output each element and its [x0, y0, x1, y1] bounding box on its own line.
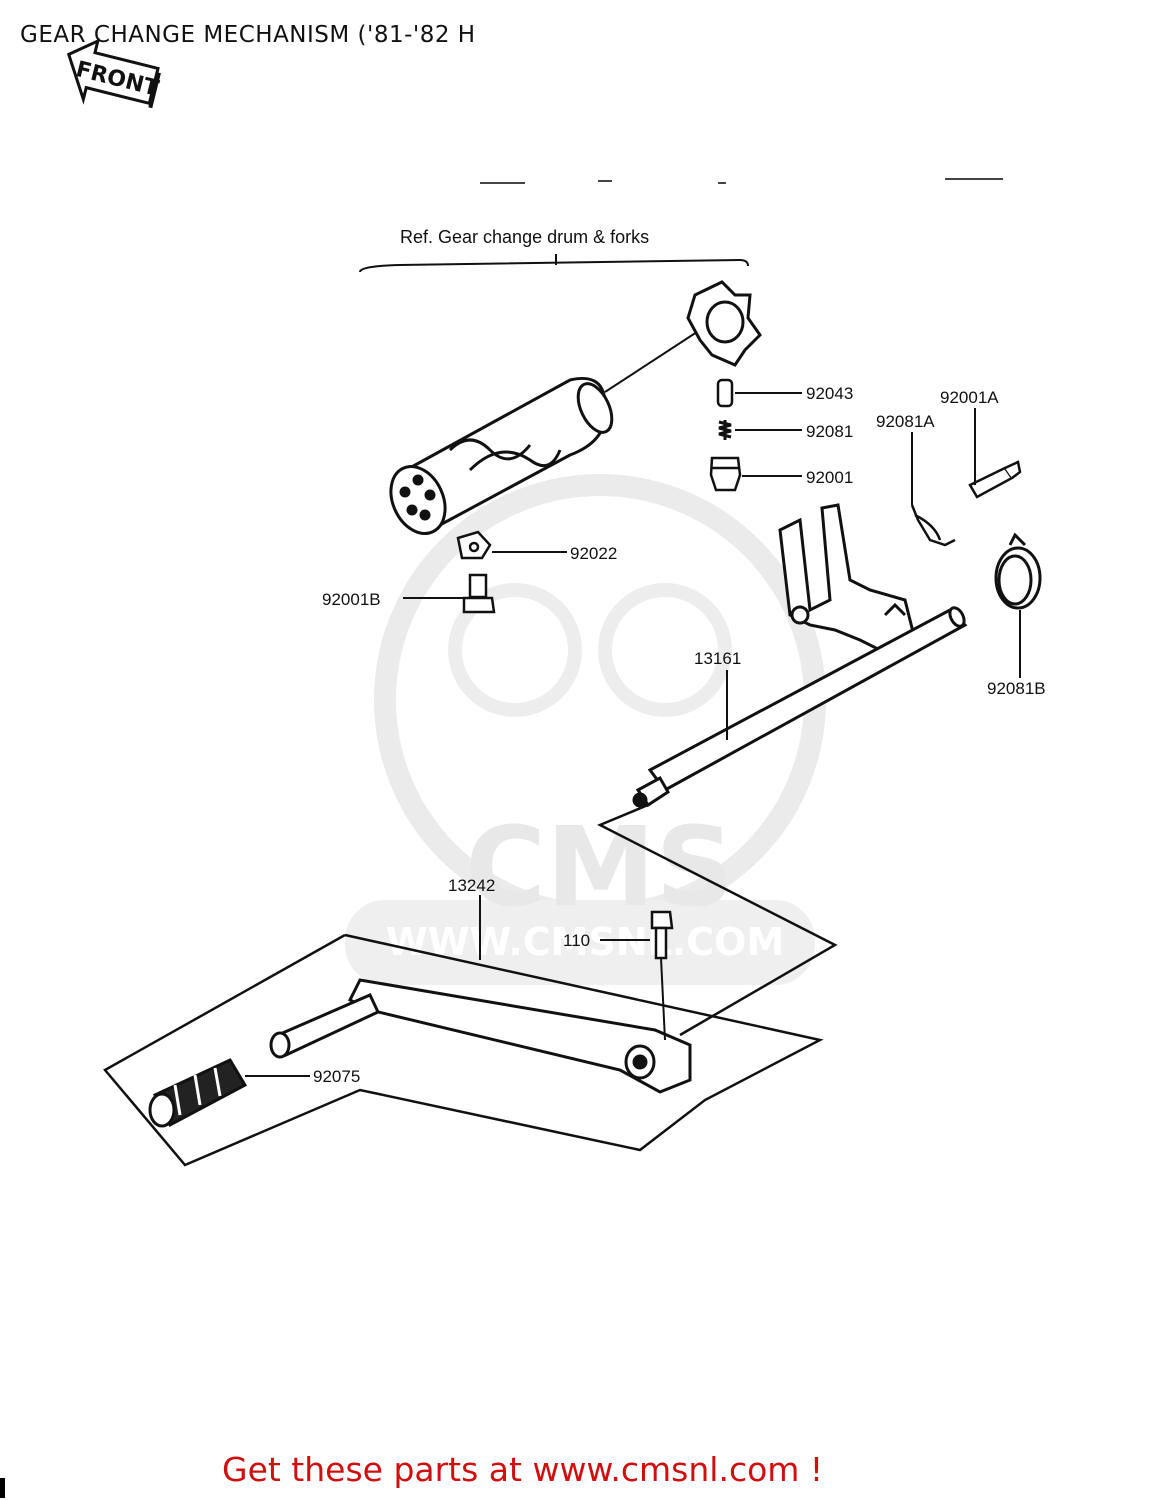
leader-lines: [245, 392, 1021, 1077]
watermark-brand: CMS: [465, 803, 734, 931]
watermark-url: WWW.CMSNL.COM: [386, 920, 785, 964]
bolt-92001b: [462, 573, 496, 614]
pin-bolt-92001a: [968, 460, 1022, 499]
reference-note: Ref. Gear change drum & forks: [400, 227, 649, 247]
lock-plate-92022: [456, 530, 492, 560]
bolt-110-leader: [660, 957, 666, 1041]
coil-spring-92081b: [994, 532, 1042, 610]
part-label-92001: 92001: [806, 468, 853, 487]
part-label-13161: 13161: [694, 649, 741, 668]
spring-92081: [718, 420, 732, 440]
pedal-rubber-92075: [148, 1058, 248, 1128]
part-label-92075: 92075: [313, 1067, 360, 1086]
part-label-92001a: 92001A: [940, 388, 999, 407]
part-label-92081: 92081: [806, 422, 853, 441]
gear-change-drum: [389, 377, 614, 535]
return-spring-92081a: [910, 504, 956, 547]
shift-pedal-13242: [269, 978, 692, 1094]
pin-92043: [716, 378, 734, 408]
part-label-13242: 13242: [448, 876, 495, 895]
part-label-92001b: 92001B: [322, 590, 381, 609]
reference-bracket: Ref. Gear change drum & forks: [359, 227, 749, 273]
part-label-92022: 92022: [570, 544, 617, 563]
scan-marks: [480, 178, 1003, 184]
front-arrow-icon: FRONT: [66, 38, 161, 109]
plug-bolt-92001: [709, 456, 742, 492]
part-label-92043: 92043: [806, 384, 853, 403]
scan-edge-mark: [0, 1478, 5, 1498]
shift-shaft-13161: [632, 606, 968, 808]
part-label-92081a: 92081A: [876, 412, 935, 431]
part-label-110: 110: [563, 931, 590, 950]
assembly-outline: [103, 803, 838, 1167]
shift-mechanism-arm: [778, 503, 917, 662]
part-labels: 92043 92081 92001 92001A 92081A 92022 92…: [313, 384, 1046, 1086]
drum-cam-plate: [686, 280, 762, 367]
footer-link[interactable]: Get these parts at www.cmsnl.com !: [222, 1450, 824, 1489]
part-label-92081b: 92081B: [987, 679, 1046, 698]
